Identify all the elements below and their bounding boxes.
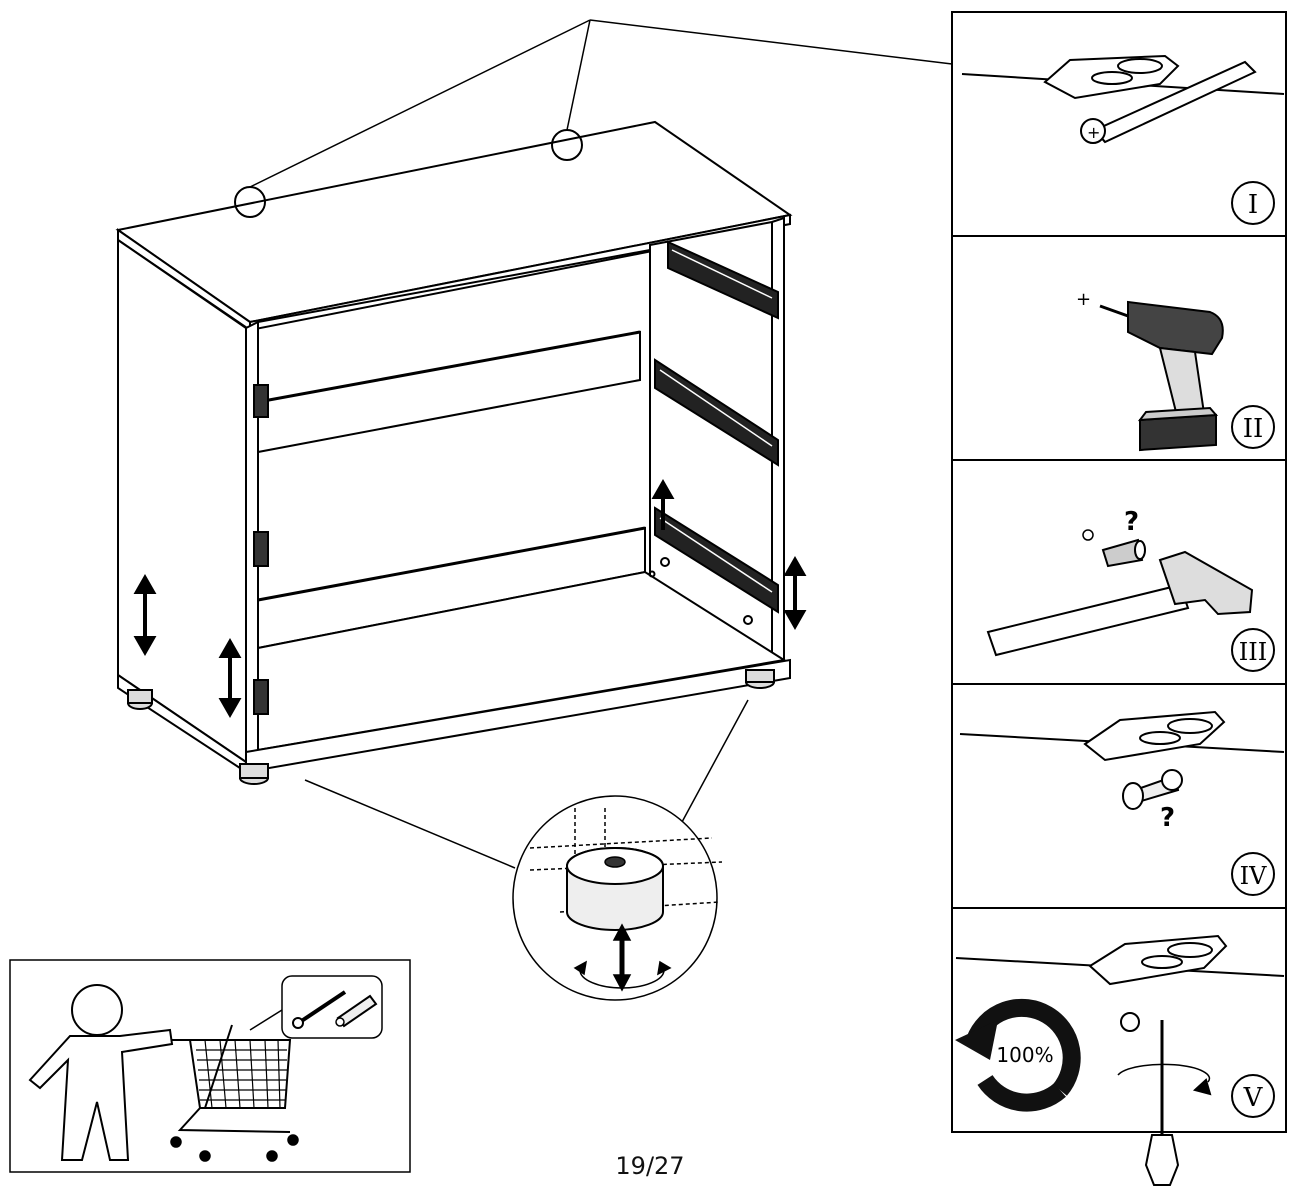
height-adjust-arrow-left [133,573,157,657]
buy-separately-box [9,959,411,1173]
height-adjust-arrow-right [783,555,807,631]
screwdriver-icon [1117,1020,1212,1186]
foot-detail-zoom [304,699,749,1001]
steps-column [951,11,1287,1133]
step-5-label: V [1243,1083,1264,1113]
step-4-label: IV [1240,862,1267,890]
screw-icon [1122,769,1183,810]
drill-mark: + [1076,289,1091,310]
step-1-panel [961,54,1285,144]
question-mark: ? [1160,803,1175,833]
height-adjust-arrow-front [218,637,242,719]
page-number: 19/27 [615,1152,685,1180]
wall-plug-icon [1101,538,1146,568]
step-1-badge: I [1231,181,1275,225]
step-4-panel [959,710,1285,810]
tightness-label: 100% [996,1043,1053,1067]
screw-icon [292,990,347,1029]
step-2-panel: + II [1076,289,1275,452]
step-3-panel: ? III [986,507,1275,672]
runner-up-arrow [651,478,675,530]
step-3-label: III [1239,638,1267,666]
pencil-mark: + [1087,123,1100,142]
hammer-icon [986,550,1254,657]
step-2-label: II [1243,414,1264,444]
rotation-100-percent-icon [955,998,1081,1112]
cabinet-illustration [115,19,953,785]
wall-plug-icon [335,994,378,1028]
step-1-label: I [1248,190,1258,220]
question-mark: ? [1124,507,1139,537]
step-5-panel [955,934,1285,1186]
drill-icon [1099,300,1224,452]
